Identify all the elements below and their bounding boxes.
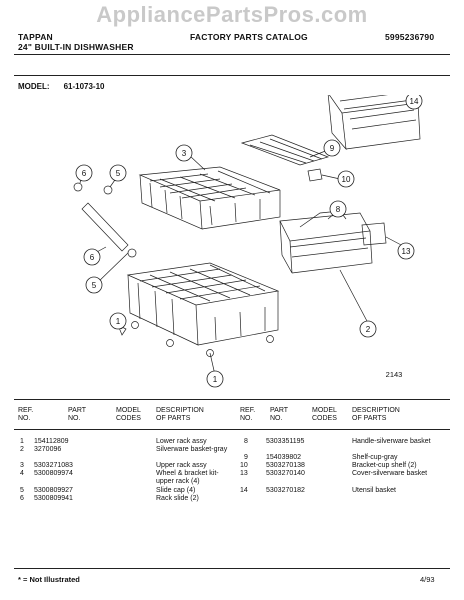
svg-text:1: 1: [116, 317, 121, 326]
table-cell-part: 5303351195: [266, 438, 305, 445]
header-desc-left: DESCRIPTION OF PARTS: [156, 407, 204, 422]
table-cell-desc: Utensil basket: [352, 487, 396, 494]
watermark: AppliancePartsPros.com: [96, 2, 368, 27]
callout-5-top: 6: [75, 164, 93, 182]
upper-rack-illustration: [138, 166, 281, 230]
callout-8: 8: [329, 200, 347, 218]
wheel-illustration: [103, 185, 113, 195]
lower-rack-illustration: [126, 262, 280, 357]
header-model-right: MODEL CODES: [312, 407, 337, 422]
parts-diagram: 3 9 10 14 8 13 2 6 5 6 5 1 1 2143: [73, 95, 423, 388]
table-cell-part: 5303271083: [34, 462, 73, 469]
svg-text:14: 14: [410, 97, 419, 106]
table-cell-part: 5300809974: [34, 470, 73, 477]
svg-text:5: 5: [116, 169, 121, 178]
footer-rule: [14, 568, 450, 569]
callout-1-bottom: 1: [206, 370, 224, 388]
callout-4: 5: [109, 164, 127, 182]
table-cell-ref: 9: [244, 454, 248, 461]
shelf-illustration: [240, 134, 330, 166]
table-cell-desc: Wheel & bracket kit-upper rack (4): [156, 470, 219, 485]
table-cell-part: 5300809941: [34, 495, 73, 502]
table-cell-desc: Bracket-cup shelf (2): [352, 462, 417, 469]
callout-3: 3: [175, 144, 193, 162]
rack-slide-illustration: [81, 202, 129, 252]
table-cell-ref: 14: [240, 487, 248, 494]
table-cell-desc: Rack slide (2): [156, 495, 199, 502]
table-cell-ref: 4: [20, 470, 24, 477]
callout-5-bottom: 5: [85, 276, 103, 294]
table-cell-ref: 10: [240, 462, 248, 469]
table-header-rule: [14, 429, 450, 430]
header-ref-right: REF. NO.: [240, 407, 256, 422]
header-part-right: PART NO.: [270, 407, 289, 422]
catalog-number: 5995236790: [385, 32, 435, 42]
svg-text:3: 3: [182, 149, 187, 158]
table-cell-desc: Silverware basket-gray: [156, 446, 228, 453]
table-cell-desc: Slide cap (4): [156, 487, 196, 494]
table-cell-ref: 8: [244, 438, 248, 445]
table-cell-part: 154039802: [266, 454, 302, 461]
callout-14: 14: [405, 95, 423, 110]
svg-text:13: 13: [402, 247, 411, 256]
header-part-left: PART NO.: [68, 407, 87, 422]
not-illustrated-note: * = Not Illustrated: [18, 575, 80, 584]
table-cell-part: 5300809927: [34, 487, 73, 494]
model-number: 61-1073-10: [63, 82, 105, 91]
callout-9: 9: [323, 139, 341, 157]
figure-number: 2143: [386, 370, 403, 379]
svg-text:5: 5: [92, 281, 97, 290]
table-cell-part: 3270096: [34, 446, 62, 453]
brand-label: TAPPAN: [18, 32, 53, 42]
svg-text:2: 2: [366, 325, 371, 334]
table-cell-desc: Upper rack assy: [156, 462, 207, 469]
header-desc-right: DESCRIPTION OF PARTS: [352, 407, 400, 422]
table-cell-ref: 6: [20, 495, 24, 502]
model-rule: [14, 75, 450, 76]
svg-text:6: 6: [82, 169, 87, 178]
header-rule: [14, 54, 450, 55]
model-line: MODEL: 61-1073-10: [18, 82, 104, 91]
utensil-basket-illustration: [328, 95, 419, 114]
table-cell-ref: 1: [20, 438, 24, 445]
callout-10: 10: [337, 170, 355, 188]
revision-date: 4/93: [420, 575, 435, 584]
table-cell-ref: 5: [20, 487, 24, 494]
svg-text:1: 1: [213, 375, 218, 384]
table-cell-ref: 2: [20, 446, 24, 453]
table-cell-desc: Cover-silverware basket: [352, 470, 428, 477]
table-cell-desc: Shelf-cup-gray: [352, 454, 398, 461]
table-cell-part: 154112809: [34, 438, 69, 445]
table-top-rule: [14, 399, 450, 400]
svg-text:10: 10: [342, 175, 351, 184]
catalog-title: FACTORY PARTS CATALOG: [190, 32, 308, 42]
slide-cap-illustration: [73, 182, 83, 192]
callout-13: 13: [397, 242, 415, 260]
table-cell-part: 5303270140: [266, 470, 305, 477]
table-cell-desc: Lower rack assy: [156, 438, 207, 445]
table-cell-part: 5303270182: [266, 487, 305, 494]
svg-text:6: 6: [90, 253, 95, 262]
table-cell-ref: 13: [240, 470, 248, 477]
callout-6: 6: [83, 248, 101, 266]
callout-2: 2: [359, 320, 377, 338]
model-label: MODEL:: [18, 82, 50, 91]
header-ref-left: REF. NO.: [18, 407, 34, 422]
svg-text:9: 9: [330, 144, 335, 153]
header-model-left: MODEL CODES: [116, 407, 141, 422]
table-cell-part: 5303270138: [266, 462, 305, 469]
silverware-basket-illustration: [279, 212, 371, 242]
table-cell-desc: Handle-silverware basket: [352, 438, 431, 445]
table-cell-ref: 3: [20, 462, 24, 469]
product-label: 24" BUILT-IN DISHWASHER: [18, 42, 134, 52]
callout-1-left: 1: [109, 312, 127, 330]
svg-text:8: 8: [336, 205, 341, 214]
